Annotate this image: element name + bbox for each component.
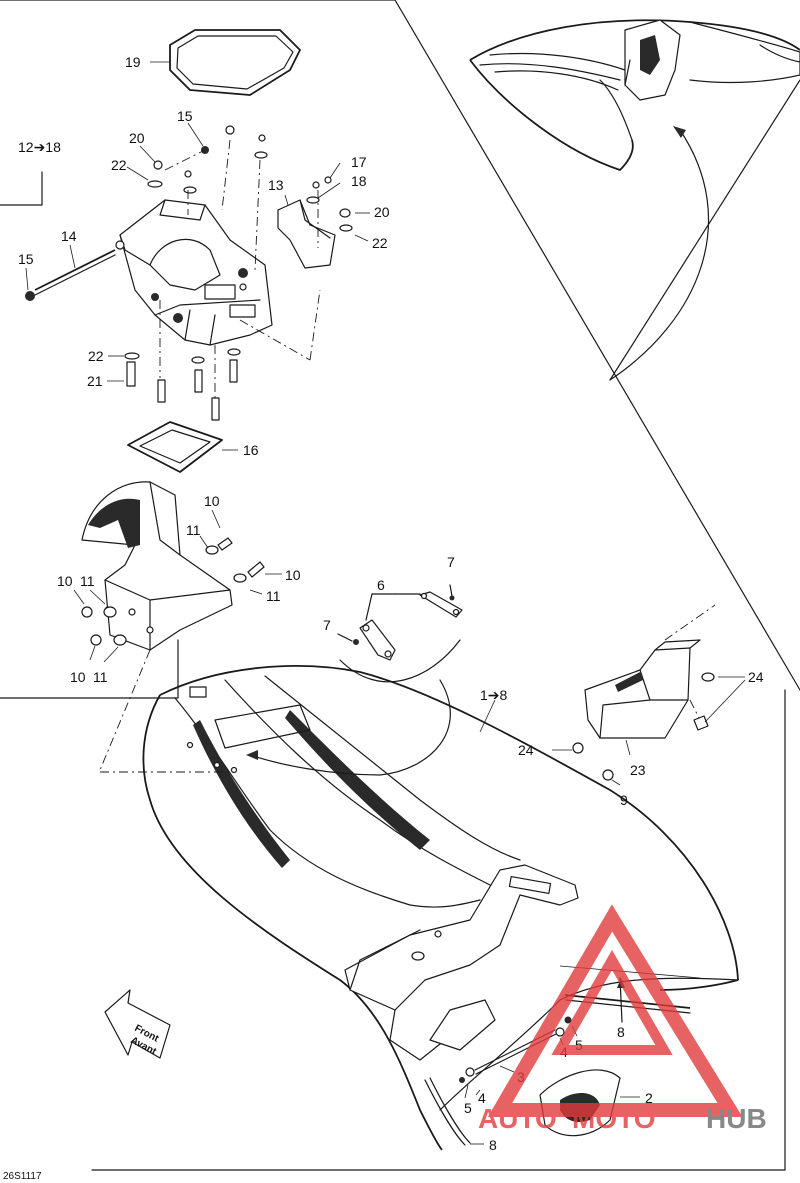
callout-24-right: 24 xyxy=(748,669,764,685)
callout-18: 18 xyxy=(351,173,367,189)
front-direction-arrow xyxy=(104,989,171,1059)
main-seat-cover xyxy=(100,665,739,1151)
callout-11-b: 11 xyxy=(266,588,281,604)
watermark-triangle-icon xyxy=(487,904,743,1117)
callout-5-lower: 5 xyxy=(464,1100,472,1116)
callout-8-rod: 8 xyxy=(617,1024,625,1040)
callout-2: 2 xyxy=(645,1090,653,1106)
callout-15-left: 15 xyxy=(18,251,34,267)
callout-1-8: 1➔8 xyxy=(480,687,508,703)
callout-10-d: 10 xyxy=(70,669,86,685)
callout-11-a: 11 xyxy=(186,522,201,538)
link-6-7 xyxy=(337,584,463,683)
gasket-19 xyxy=(150,29,301,96)
gasket-16 xyxy=(127,421,238,473)
callout-7-left: 7 xyxy=(323,617,331,633)
callout-22-bottom: 22 xyxy=(88,348,104,364)
lower-housing-assembly xyxy=(81,481,265,771)
callout-17: 17 xyxy=(351,154,367,170)
callout-11-d: 11 xyxy=(93,669,108,685)
callout-8-bottom: 8 xyxy=(489,1137,497,1153)
bracket-13 xyxy=(277,176,353,269)
watermark-hub: HUB xyxy=(706,1103,767,1134)
callout-22-top: 22 xyxy=(111,157,127,173)
callout-16: 16 xyxy=(243,442,259,458)
callout-12-18: 12➔18 xyxy=(18,139,61,155)
watermark-auto: AUTO xyxy=(478,1103,557,1134)
bracket-23 xyxy=(552,604,746,781)
callout-13: 13 xyxy=(268,177,284,193)
callout-21: 21 xyxy=(87,373,103,389)
callout-10-c: 10 xyxy=(57,573,73,589)
callout-15-top: 15 xyxy=(177,108,193,124)
watermark-moto: MOTO xyxy=(572,1103,655,1134)
seat-context-view xyxy=(469,19,800,381)
callout-19: 19 xyxy=(125,54,141,70)
callout-4-lower: 4 xyxy=(478,1090,486,1106)
callout-leaders xyxy=(25,122,631,1099)
diagram-code: 26S1117 xyxy=(3,1171,42,1182)
callout-14: 14 xyxy=(61,228,77,244)
callout-20-right: 20 xyxy=(374,204,390,220)
callout-10-a: 10 xyxy=(204,493,220,509)
watermark-logo: AUTO MOTO HUB xyxy=(478,904,767,1134)
callout-23: 23 xyxy=(630,762,646,778)
callout-11-c: 11 xyxy=(80,573,95,589)
callout-24-left: 24 xyxy=(518,742,534,758)
upper-housing-assembly xyxy=(25,125,321,421)
callout-20-top: 20 xyxy=(129,130,145,146)
callout-6: 6 xyxy=(377,577,385,593)
callout-7-top: 7 xyxy=(447,554,455,570)
callout-9: 9 xyxy=(620,792,628,808)
callout-22-right: 22 xyxy=(372,235,388,251)
callout-10-b: 10 xyxy=(285,567,301,583)
